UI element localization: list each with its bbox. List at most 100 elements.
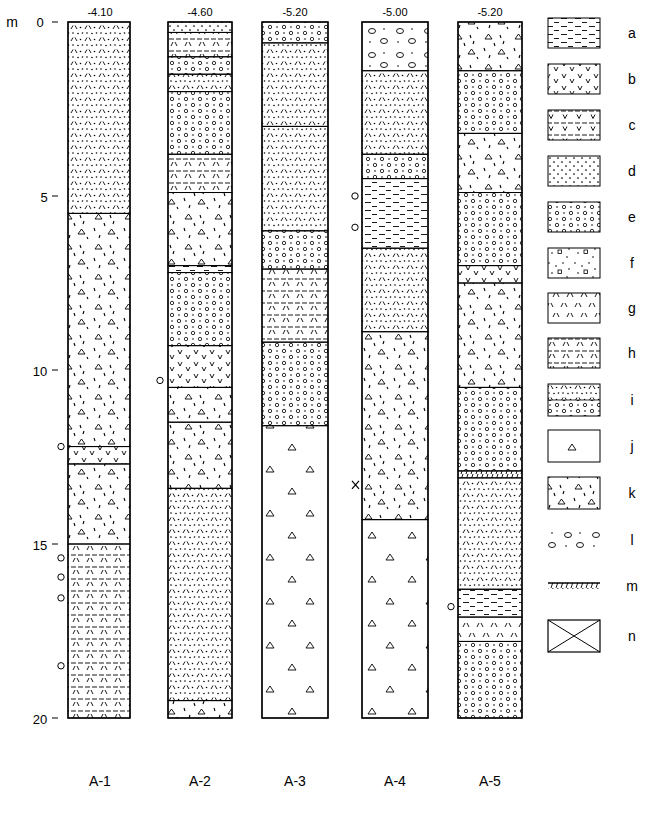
lithology-layer (68, 447, 130, 464)
swatch-part (548, 400, 600, 416)
borehole-name: A-2 (189, 774, 211, 788)
swatch-border (548, 248, 600, 278)
swatch-part (548, 525, 600, 555)
swatch-border (548, 338, 600, 368)
swatch-border (548, 156, 600, 186)
legend-letter: a (628, 26, 636, 40)
legend-swatch (548, 248, 600, 278)
column-outline (362, 22, 428, 718)
lithology-layer (458, 266, 522, 283)
sample-marker (157, 377, 163, 383)
legend-letter: i (630, 393, 633, 407)
lithology-layer (262, 43, 328, 127)
column-outline (68, 22, 130, 718)
column-outline (168, 22, 232, 718)
legend-letter: n (628, 629, 636, 643)
swatch-border (548, 202, 600, 232)
sample-marker (58, 443, 64, 449)
lithology-layer (168, 92, 232, 155)
legend-letter: m (626, 579, 638, 593)
lithology-layer (68, 213, 130, 446)
lithology-layer (362, 332, 428, 520)
legend-swatch (548, 620, 600, 652)
sample-marker (352, 224, 358, 230)
swatch-border (548, 18, 600, 48)
lithology-layer (458, 283, 522, 387)
swatch-border (548, 430, 600, 462)
lithology-layer (362, 22, 428, 71)
legend-swatch (548, 110, 600, 140)
legend-letter: k (629, 486, 636, 500)
lithology-layer (168, 273, 232, 346)
depth-ticks (52, 22, 58, 718)
swatch-border (548, 620, 600, 652)
lithology-layer (458, 71, 522, 134)
borehole-column (262, 22, 328, 718)
borehole-name: A-1 (89, 774, 111, 788)
lithology-layer (168, 387, 232, 422)
elevation-label: -5.20 (477, 7, 502, 18)
legend-letter: f (630, 256, 634, 270)
swatch-cross (548, 620, 600, 652)
legend-swatch (548, 525, 600, 555)
lithology-layer (68, 464, 130, 544)
lithology-layer (68, 22, 130, 213)
elevation-label: -4.60 (187, 7, 212, 18)
lithology-layer (168, 22, 232, 32)
lithology-layer (262, 231, 328, 269)
sample-marker (58, 595, 64, 601)
borehole-name: A-4 (384, 774, 406, 788)
swatch-part (548, 583, 600, 589)
legend-letter: b (628, 72, 636, 86)
lithology-layer (262, 342, 328, 426)
depth-label: 10 (33, 365, 47, 378)
lithology-layer (458, 22, 522, 71)
borehole-column (168, 22, 232, 718)
legend-swatch (548, 583, 600, 589)
swatch-border (548, 477, 600, 509)
legend-swatch (548, 293, 600, 323)
swatch-border (548, 64, 600, 94)
legend-swatch (548, 338, 600, 368)
lithology-layer (458, 641, 522, 718)
depth-label: 0 (36, 16, 43, 29)
lithology-layer (262, 426, 328, 718)
lithology-layer (68, 544, 130, 718)
lithology-layer (458, 471, 522, 478)
elevation-label: -5.20 (282, 7, 307, 18)
sample-marker (58, 555, 64, 561)
lithology-layer (262, 22, 328, 43)
lithology-layer (362, 179, 428, 249)
legend-letter: j (630, 439, 633, 453)
swatch-border (548, 384, 600, 416)
lithology-layer (458, 478, 522, 589)
legend-letter: h (628, 346, 636, 360)
lithology-layer (458, 589, 522, 617)
lithology-layer (168, 346, 232, 388)
swatch-divider (548, 400, 600, 401)
borehole-column (68, 22, 130, 718)
lithology-layer (168, 701, 232, 718)
lithology-layer (262, 126, 328, 230)
lithology-layer (362, 71, 428, 155)
lithology-layer (168, 154, 232, 192)
swatch-part (548, 384, 600, 400)
lithology-layer (362, 154, 428, 178)
borehole-column (458, 22, 522, 718)
legend-letter: g (628, 301, 636, 315)
elevation-label: -5.00 (382, 7, 407, 18)
legend-swatch (548, 384, 600, 416)
column-outline (458, 22, 522, 718)
lithology-layer (168, 266, 232, 273)
swatch-line (548, 582, 600, 584)
borehole-name: A-3 (284, 774, 306, 788)
depth-label: m (6, 15, 18, 29)
lithology-layer (458, 193, 522, 266)
legend-letter: e (628, 210, 636, 224)
lithology-layer (168, 74, 232, 91)
lithology-layer (168, 488, 232, 700)
legend-letter: l (630, 533, 633, 547)
lithology-layer (362, 248, 428, 332)
